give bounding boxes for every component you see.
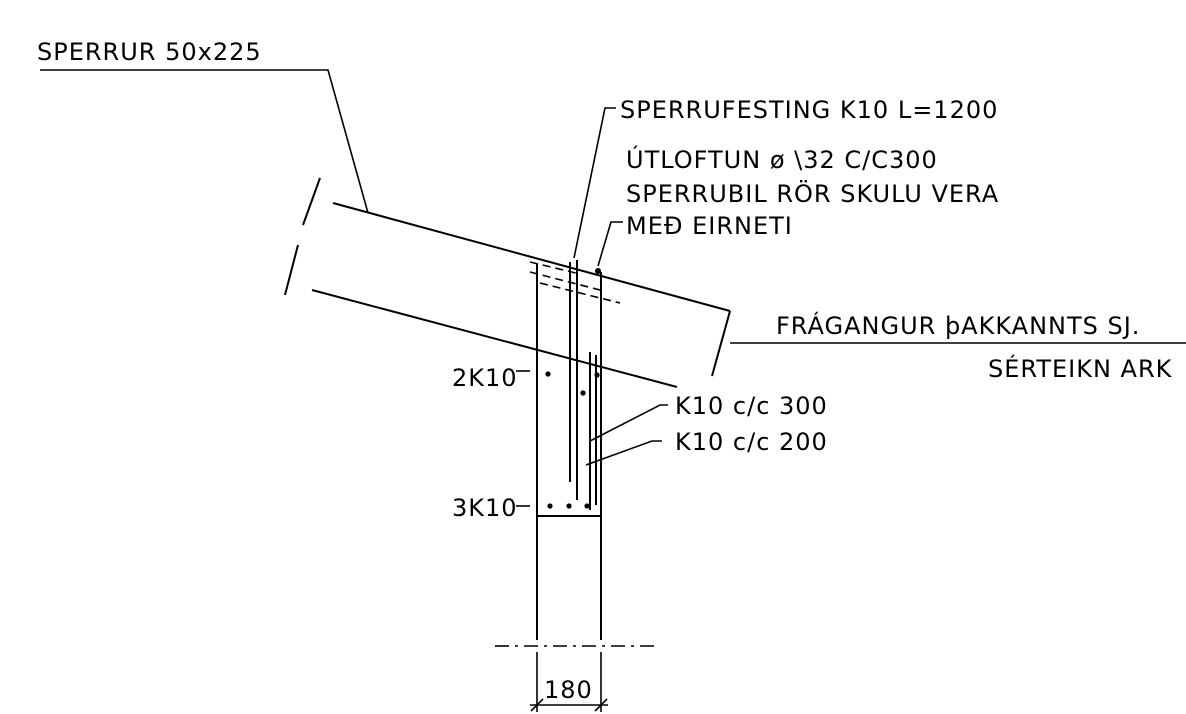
leader-rafter-fixing (573, 107, 616, 259)
rafter-top-edge (332, 202, 731, 312)
label-stirrups-200: K10 c/c 200 (675, 428, 828, 456)
rebar-dot (580, 390, 586, 396)
seat-hidden-lines (529, 261, 621, 304)
rebar-dot (566, 503, 572, 509)
rebar-dot (594, 372, 600, 378)
leader-stirrups-300 (589, 404, 668, 442)
label-top-bars: 2K10 (452, 364, 518, 392)
label-with-insulation: MEÐ EIRNETI (626, 212, 793, 240)
label-rafter-spacing: SPERRUBIL RÖR SKULU VERA (626, 179, 999, 208)
leader-lines (40, 69, 1186, 507)
rebar-dot (595, 268, 601, 274)
label-rafters: SPERRUR 50x225 (37, 38, 262, 66)
leader-rafters (40, 69, 369, 214)
leader-stirrups-200 (585, 440, 662, 466)
dimension-wall-width (530, 652, 608, 712)
concrete-wall (495, 263, 660, 647)
leader-insulation (597, 221, 623, 267)
label-ventilation: ÚTLOFTUN ø \32 C/C300 (626, 144, 938, 174)
label-wall-width: 180 (544, 676, 593, 704)
label-rafter-fixing: SPERRUFESTING K10 L=1200 (620, 96, 998, 124)
rafter-end-cut (711, 310, 731, 377)
break-line-bottom (284, 244, 299, 296)
break-line-top (302, 177, 321, 226)
rebar-dot (545, 371, 551, 377)
reinforcement (545, 260, 601, 510)
label-special-drawing: SÉRTEIKN ARK (988, 354, 1173, 383)
rebar-dot (547, 503, 553, 509)
label-eaves-finish: FRÁGANGUR þAKKANNTS SJ. (776, 311, 1140, 340)
rebar-dot (584, 503, 590, 509)
label-bottom-bars: 3K10 (452, 494, 518, 522)
rafter-bottom-edge (311, 289, 678, 388)
rafter (284, 177, 731, 388)
label-stirrups-300: K10 c/c 300 (675, 392, 828, 420)
